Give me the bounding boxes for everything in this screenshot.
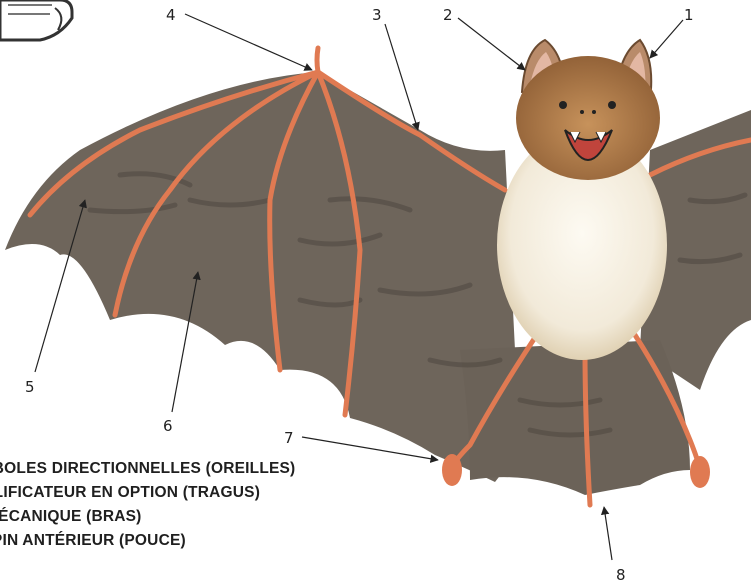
callout-2: 2 — [443, 6, 453, 24]
callout-8: 8 — [616, 566, 626, 584]
legend-item-4: APPIN ANTÉRIEUR (POUCE) — [0, 529, 295, 553]
callout-3: 3 — [372, 6, 382, 24]
callout-1: 1 — [684, 6, 694, 24]
callout-6: 6 — [163, 417, 173, 435]
legend: RABOLES DIRECTIONNELLES (OREILLES) MPLIF… — [0, 457, 295, 553]
legend-item-3: E MÉCANIQUE (BRAS) — [0, 505, 295, 529]
book-icon — [0, 0, 72, 40]
left-wing-membrane — [5, 72, 520, 482]
callout-4: 4 — [166, 6, 176, 24]
callout-7: 7 — [284, 429, 294, 447]
thumb — [317, 48, 318, 72]
bat-head — [516, 56, 660, 180]
callout-5: 5 — [25, 378, 35, 396]
legend-item-1: RABOLES DIRECTIONNELLES (OREILLES) — [0, 457, 295, 481]
legend-item-2: MPLIFICATEUR EN OPTION (TRAGUS) — [0, 481, 295, 505]
